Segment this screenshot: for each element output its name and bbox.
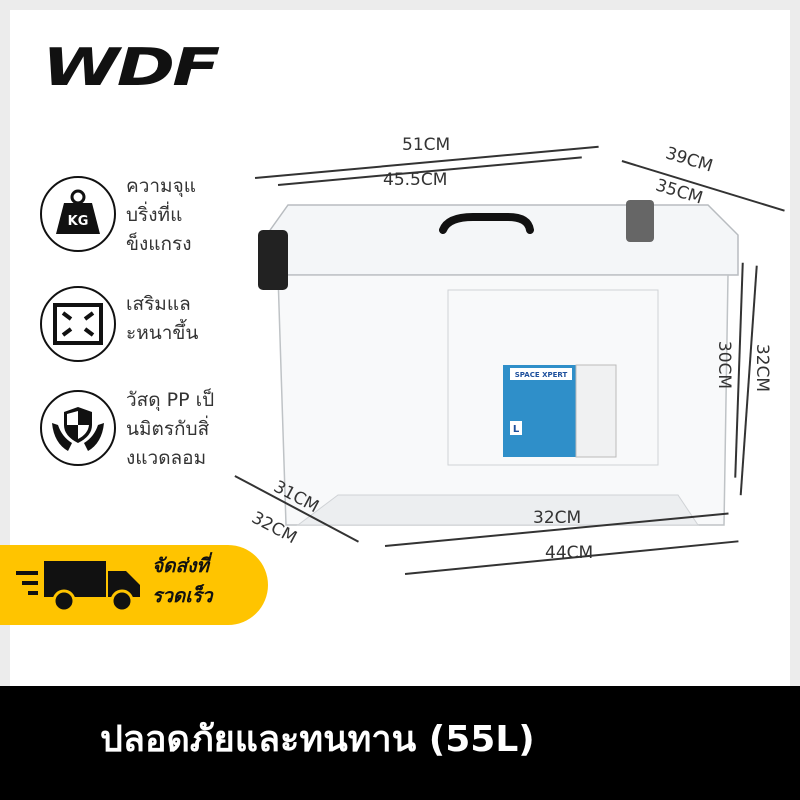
storage-box-image: SPACE XPERT L [258, 200, 739, 526]
delivery-truck-icon [16, 561, 140, 613]
dim-outer-height: 32CM [752, 343, 773, 393]
feature-line: บริ่งที่แ [126, 204, 183, 226]
feature-reinforced: เสริมและหนาขึ้น [40, 286, 198, 362]
delivery-line: รวดเร็ว [152, 585, 213, 607]
footer-title: ปลอดภัยและทนทาน (55L) [100, 719, 535, 760]
svg-text:SPACE XPERT: SPACE XPERT [515, 371, 568, 379]
feature-line: เสริมแล [126, 293, 191, 315]
feature-line: นมิตรกับสิ่ [126, 418, 210, 440]
svg-text:KG: KG [68, 214, 89, 229]
expand-arrows-icon [40, 286, 116, 362]
delivery-banner: จัดส่งที่รวดเร็ว [0, 545, 268, 625]
feature-line: ข็งแกรง [126, 233, 192, 255]
svg-text:L: L [513, 424, 520, 435]
feature-strong-capacity: KG ความจุแบริ่งที่แข็งแกรง [40, 175, 196, 259]
dim-outer-length: 51CM [402, 135, 451, 155]
left-latch [258, 230, 288, 290]
feature-eco-material: วัสดุ PP เป็นมิตรกับสิ่งแวดลอม [40, 389, 214, 473]
delivery-line: จัดส่งที่ [152, 555, 209, 577]
product-label: SPACE XPERT L [503, 364, 617, 458]
dim-inner-height: 30CM [714, 340, 735, 390]
feature-line: วัสดุ PP เป็ [126, 389, 215, 411]
footer-bar: ปลอดภัยและทนทาน (55L) [0, 686, 800, 800]
feature-line: ความจุแ [126, 175, 196, 197]
brand-logo: WDF [42, 38, 220, 98]
feature-line: งแวดลอม [126, 447, 207, 469]
dim-inner-length: 45.5CM [383, 170, 448, 190]
right-latch [626, 200, 654, 242]
lid-handle [439, 213, 534, 234]
hands-shield-icon [40, 390, 116, 466]
dim-bottom-length-outer: 44CM [545, 543, 594, 563]
kg-weight-icon: KG [40, 176, 116, 252]
dim-bottom-length-inner: 32CM [533, 508, 582, 528]
feature-line: ะหนาขึ้น [126, 322, 199, 344]
